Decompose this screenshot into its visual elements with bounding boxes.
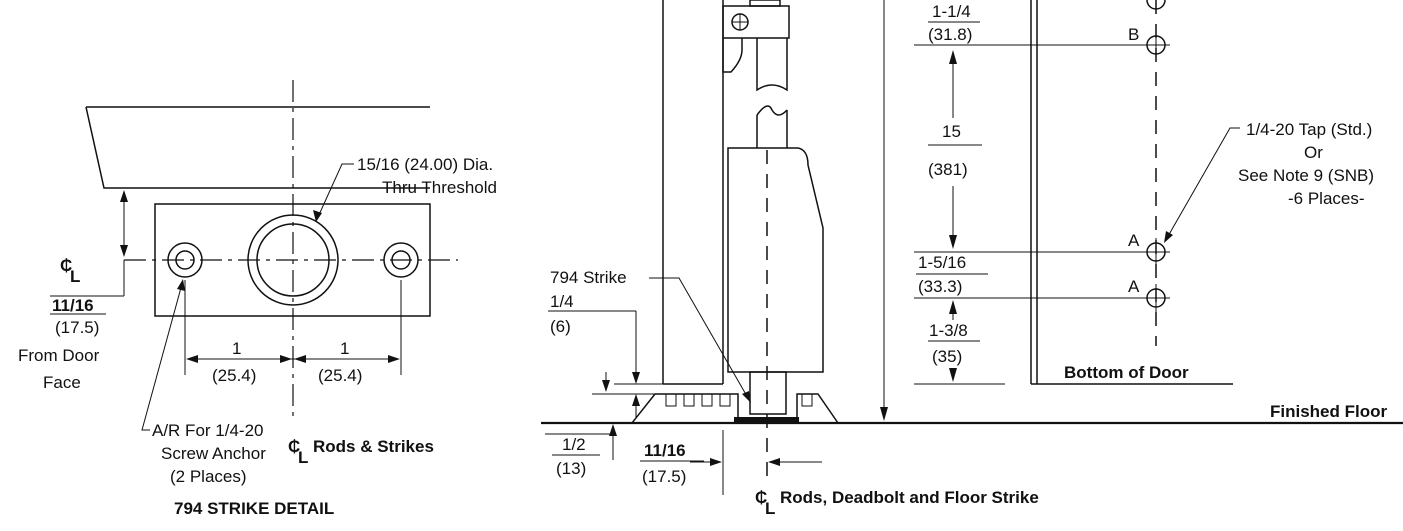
- offset-arrow-bottom: [120, 245, 128, 257]
- spacing-left-value: 1: [232, 339, 241, 358]
- offset2-arrow-right: [768, 458, 780, 466]
- hole-b: [1142, 31, 1170, 59]
- hole-callout-arrowhead: [313, 210, 322, 222]
- dim-a-value: 1-5/16: [918, 253, 966, 272]
- offset-note-line2: Face: [43, 373, 81, 392]
- deadbolt-housing: [727, 147, 824, 373]
- offset-value-mm: (17.5): [55, 318, 99, 337]
- hole-top: [1146, 0, 1166, 12]
- hole-callout-line1: 15/16 (24.00) Dia.: [357, 155, 493, 174]
- hole-callout-leader: [317, 163, 354, 218]
- strike-label: 794 Strike: [550, 268, 627, 287]
- dim-mid-value: 15: [942, 122, 961, 141]
- spacing-arrow-2: [280, 355, 292, 363]
- dim-bottom-arrow-up: [949, 300, 957, 314]
- tap-note-line3: See Note 9 (SNB): [1238, 166, 1374, 185]
- anchor-note-arrowhead: [177, 279, 185, 291]
- elevation-view: Finished Floor 7: [541, 0, 1403, 518]
- anchor-note-line1: A/R For 1/4-20: [152, 421, 264, 440]
- dim-a-mm: (33.3): [918, 277, 962, 296]
- anchor-note-line2: Screw Anchor: [161, 444, 266, 463]
- cl-symbol-left-sub: L: [70, 267, 80, 286]
- strike-detail-title: 794 STRIKE DETAIL: [174, 499, 334, 518]
- offset-note-line1: From Door: [18, 346, 100, 365]
- cl-symbol-elevation: ₵: [755, 488, 767, 507]
- hole-callout-line2: Thru Threshold: [382, 178, 497, 197]
- edge-dim-arrow-b: [949, 50, 957, 64]
- offset-value: 11/16: [52, 296, 94, 315]
- dim-bottom-value: 1-3/8: [929, 321, 968, 340]
- quarter-arrow-top: [632, 372, 640, 384]
- rod-break: [756, 105, 788, 116]
- quarter-value: 1/4: [550, 292, 574, 311]
- tap-note-line2: Or: [1304, 143, 1323, 162]
- quarter-mm: (6): [550, 317, 571, 336]
- small-tick-arrow: [602, 380, 610, 392]
- floor-strike-serrations: [665, 394, 813, 407]
- dim-mid-mm: (381): [928, 160, 968, 179]
- strike-label-arrowhead: [742, 391, 751, 403]
- dim-top-mm: (31.8): [928, 25, 972, 44]
- strike-detail-view: 15/16 (24.00) Dia. Thru Threshold ₵ L 11…: [18, 80, 497, 518]
- anchor-hole-left: [167, 242, 203, 278]
- tap-note-leader: [1166, 127, 1240, 239]
- half-mm: (13): [556, 459, 586, 478]
- cl-symbol-elevation-sub: L: [765, 499, 775, 518]
- bottom-of-door-label: Bottom of Door: [1064, 363, 1189, 382]
- offset2-mm: (17.5): [642, 467, 686, 486]
- upper-rod-guide: [722, 0, 790, 92]
- quarter-arrow-bottom: [632, 394, 640, 406]
- edge-dim-arrow-bottom: [949, 368, 957, 382]
- hole-b-label: B: [1128, 25, 1139, 44]
- anchor-hole-right: [383, 242, 419, 278]
- offset2-value: 11/16: [644, 441, 686, 460]
- offset-arrow-top: [120, 190, 128, 202]
- overall-dim-arrow: [880, 407, 888, 421]
- dim-top-value: 1-1/4: [932, 2, 971, 21]
- hole-a2: [1142, 284, 1170, 312]
- spacing-arrow-4: [388, 355, 400, 363]
- rods-strikes-label: Rods & Strikes: [313, 437, 434, 456]
- cl-symbol-rods-sub: L: [298, 448, 308, 467]
- hole-a1: [1142, 238, 1170, 266]
- threshold-hole: [247, 214, 339, 306]
- half-value: 1/2: [562, 435, 586, 454]
- edge-dim-arrow-a1: [949, 235, 957, 249]
- spacing-right-mm: (25.4): [318, 366, 362, 385]
- offset2-arrow-left: [710, 458, 722, 466]
- tap-note-line4: -6 Places-: [1288, 189, 1365, 208]
- finished-floor-label: Finished Floor: [1270, 402, 1387, 421]
- hole-a2-label: A: [1128, 277, 1140, 296]
- tap-note-line1: 1/4-20 Tap (Std.): [1246, 120, 1372, 139]
- dim-bottom-mm: (35): [932, 347, 962, 366]
- spacing-arrow-3: [294, 355, 306, 363]
- anchor-note-line3: (2 Places): [170, 467, 247, 486]
- spacing-left-mm: (25.4): [212, 366, 256, 385]
- half-arrow: [609, 424, 617, 436]
- spacing-arrow-1: [186, 355, 198, 363]
- deadbolt-pin: [749, 371, 787, 415]
- cl-symbol-left: ₵: [60, 256, 72, 275]
- door-edge-view: Bottom of Door B A A: [914, 0, 1374, 385]
- hole-a1-label: A: [1128, 231, 1140, 250]
- rods-cl-label: Rods, Deadbolt and Floor Strike: [780, 488, 1039, 507]
- anchor-note-leader: [141, 283, 183, 431]
- strike-label-leader: [649, 277, 749, 399]
- spacing-right-value: 1: [340, 339, 349, 358]
- threshold-outline: [85, 106, 430, 189]
- tap-note-arrowhead: [1164, 231, 1173, 243]
- cl-symbol-rods: ₵: [288, 437, 300, 456]
